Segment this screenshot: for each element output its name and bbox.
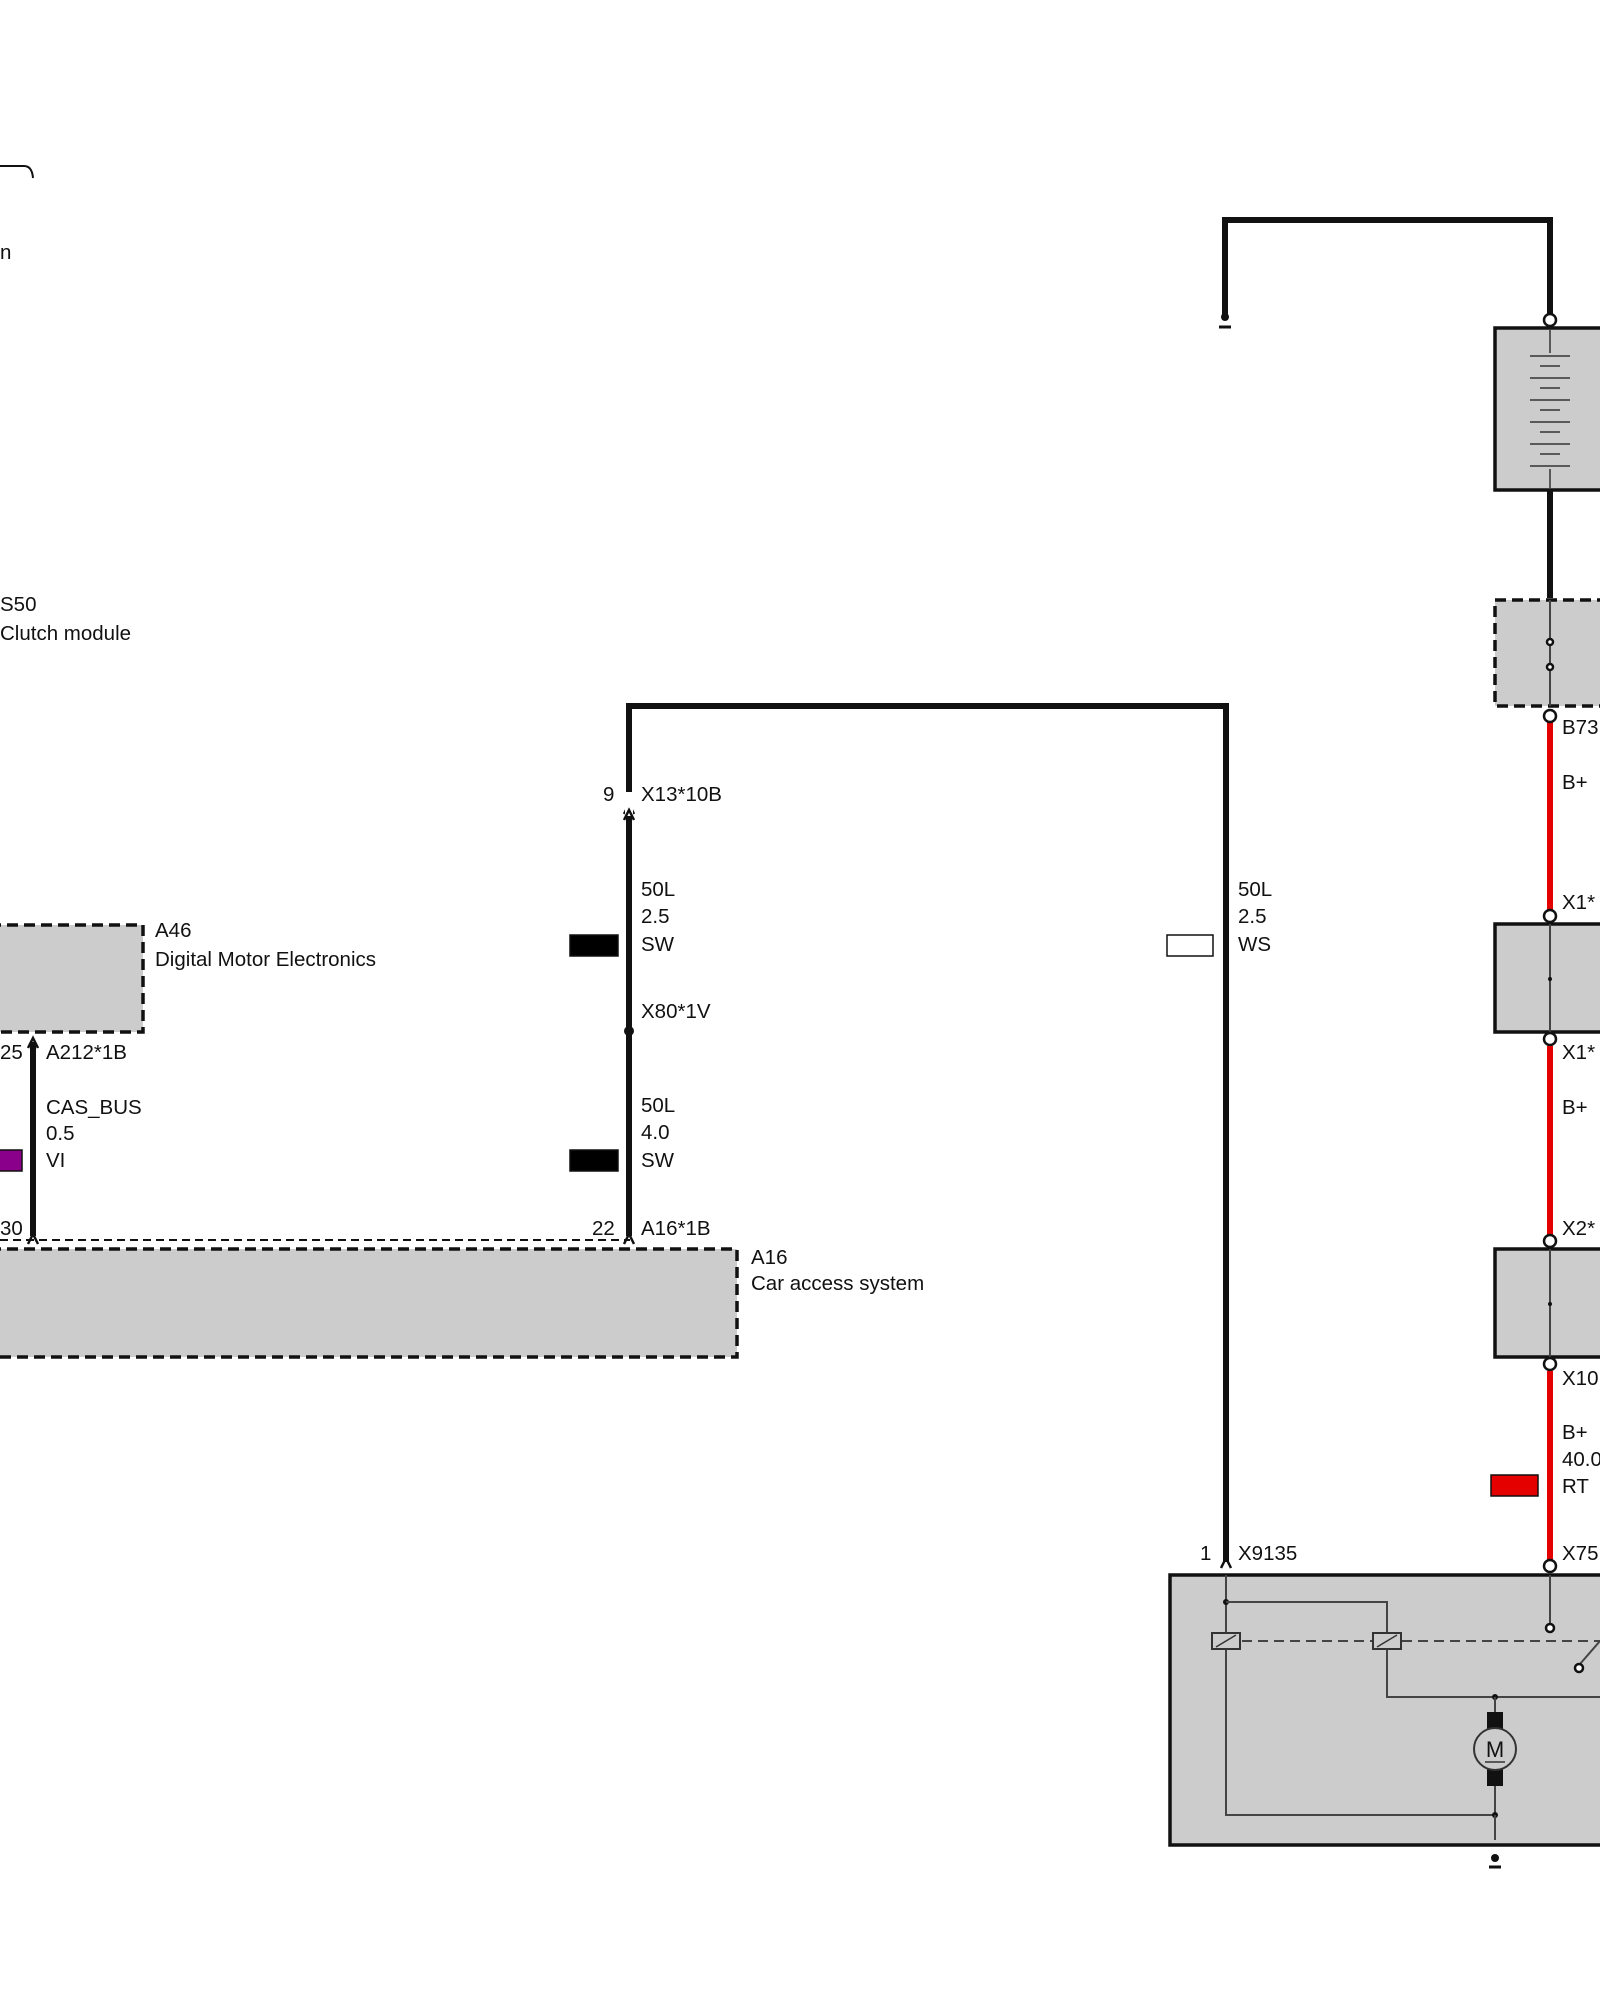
w50l-ws-color-label: WS [1238,933,1271,956]
s50-fragment-text: n [0,241,11,264]
battery-terminal-box [1493,598,1600,708]
starter-motor-letter: M [1486,1737,1504,1762]
x2-connector-label: X2* [1562,1217,1595,1240]
starter-module-box [1168,1573,1600,1847]
a46-name-label: Digital Motor Electronics [155,948,376,971]
w50l-a-color-label: SW [641,933,675,956]
a212-connector-label: A212*1B [46,1041,127,1064]
wire-50l-circuit [626,703,1229,1562]
junction-box-2-dot [1548,1302,1552,1306]
ground-point-top [1221,313,1229,321]
bplus-1-signal-label: B+ [1562,771,1588,794]
cas-bus-signal-label: CAS_BUS [46,1096,142,1119]
a46-code-label: A46 [155,919,191,942]
x75-connector-label: X75 [1562,1542,1598,1565]
w50l-a-signal-label: 50L [641,878,675,901]
cas-bus-color-label: VI [46,1149,65,1172]
a212-bottom-pin-number: 30 [0,1217,23,1240]
w50l-a-gauge-label: 2.5 [641,905,670,928]
a212-pin-marker [26,1035,40,1049]
battery-terminal-contact-1 [1545,637,1555,647]
w50l-ws-signal-label: 50L [1238,878,1272,901]
x2-pin [1542,1233,1558,1249]
x1-a-connector-label: X1* [1562,891,1595,914]
x10-pin [1542,1356,1558,1372]
w50l-a-color-swatch [569,934,619,957]
a16-1b-pin-number: 22 [592,1217,615,1240]
bplus-3-signal-label: B+ [1562,1421,1588,1444]
x9135-pin-marker [1219,1555,1233,1569]
starter-motor-icon: M [1473,1712,1517,1786]
junction-box-1-dot [1548,977,1552,981]
x10-connector-label: X10 [1562,1367,1598,1390]
a16-1b-connector-label: A16*1B [641,1217,711,1240]
battery-cells-icon [1530,330,1570,488]
x75-pin [1542,1558,1558,1574]
s50-code-label: S50 [0,593,36,616]
starter-internal-circuit [1223,1575,1600,1840]
a16-1b-pin-marker [622,1231,636,1245]
w50l-ws-gauge-label: 2.5 [1238,905,1267,928]
x9135-pin-number: 1 [1200,1542,1211,1565]
w50l-b-signal-label: 50L [641,1094,675,1117]
w50l-b-gauge-label: 4.0 [641,1121,670,1144]
a16-module-box [0,1247,739,1359]
cas-bus-color-swatch [0,1149,23,1172]
ground-point-bottom [1491,1854,1499,1862]
a212-pin-number: 25 [0,1041,23,1064]
cas-bus-gauge-label: 0.5 [46,1122,75,1145]
x1-b-connector-label: X1* [1562,1041,1595,1064]
bplus-3-gauge-label: 40.0 [1562,1448,1600,1471]
x80-connector-dot [624,1026,634,1036]
w50l-b-color-label: SW [641,1149,675,1172]
a16-name-label: Car access system [751,1272,924,1295]
relay-coil-icon [1211,1632,1241,1650]
x13-connector-symbol [622,807,636,821]
solenoid-coil-icon [1372,1632,1402,1650]
s50-frame-corner [0,165,34,179]
bplus-3-color-label: RT [1562,1475,1589,1498]
w50l-b-color-swatch [569,1149,619,1172]
x1-b-pin [1542,1031,1558,1047]
junction-box-2 [1493,1247,1600,1359]
b73-connector-label: B73 [1562,716,1598,739]
bplus-2-signal-label: B+ [1562,1096,1588,1119]
w50l-ws-color-swatch [1166,934,1214,957]
s50-name-label: Clutch module [0,622,131,645]
x80-connector-label: X80*1V [641,1000,711,1023]
battery-ground-wire [1222,217,1553,320]
battery-terminal-pin [1542,312,1558,328]
battery-terminal-contact-2 [1545,662,1555,672]
a46-module-box [0,923,145,1034]
bplus-3-color-swatch [1490,1474,1539,1497]
a16-code-label: A16 [751,1246,787,1269]
x13-connector-label: X13*10B [641,783,722,806]
junction-box-1 [1493,922,1600,1034]
b73-pin [1542,708,1558,724]
x1-a-pin [1542,908,1558,924]
x9135-connector-label: X9135 [1238,1542,1297,1565]
x13-pin-number: 9 [603,783,614,806]
